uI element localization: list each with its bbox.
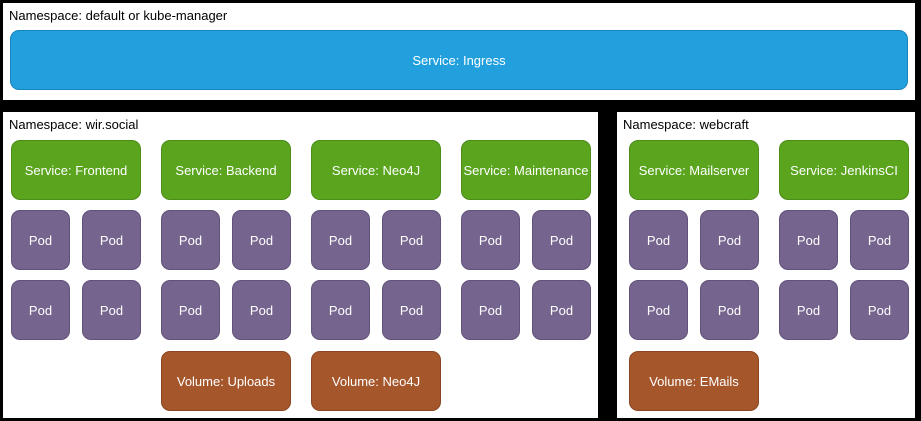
namespace-panel-webcraft: Namespace: webcraft Service: Mailserver … [617,112,915,418]
namespace-title: Namespace: wir.social [9,117,139,132]
service-column-frontend: Service: Frontend Pod Pod Pod Pod [11,140,141,340]
pod: Pod [532,280,591,340]
pod: Pod [629,280,688,340]
pod: Pod [82,210,141,270]
pod: Pod [11,280,70,340]
service-jenkinsci-box: Service: JenkinsCI [779,140,909,200]
pod: Pod [382,210,441,270]
pod: Pod [161,210,220,270]
service-ingress-label: Service: Ingress [412,52,506,68]
volume-neo4j-box: Volume: Neo4J [311,351,441,411]
pod-group: Pod Pod Pod Pod [779,210,909,340]
pod: Pod [532,210,591,270]
pod-group: Pod Pod Pod Pod [629,210,759,340]
volume-uploads-box: Volume: Uploads [161,351,291,411]
pod: Pod [82,280,141,340]
pod: Pod [232,210,291,270]
namespace-title: Namespace: default or kube-manager [9,8,228,23]
pod-group: Pod Pod Pod Pod [161,210,291,340]
service-label: Service: Backend [175,162,277,178]
namespace-title: Namespace: webcraft [623,117,749,132]
pod: Pod [311,210,370,270]
pod: Pod [850,210,909,270]
pod-group: Pod Pod Pod Pod [311,210,441,340]
pod: Pod [779,280,838,340]
service-label: Service: Maintenance [463,162,589,178]
service-ingress-box: Service: Ingress [10,30,908,90]
service-column-neo4j: Service: Neo4J Pod Pod Pod Pod [311,140,441,340]
service-column-jenkinsci: Service: JenkinsCI Pod Pod Pod Pod [779,140,909,340]
namespace-panel-default: Namespace: default or kube-manager Servi… [3,3,915,100]
volume-row: Volume: Uploads Volume: Neo4J [161,351,441,411]
volume-row: Volume: EMails [629,351,759,411]
service-maintenance-box: Service: Maintenance [461,140,591,200]
volume-label: Volume: EMails [649,373,739,389]
namespace-panel-wir-social: Namespace: wir.social Service: Frontend … [3,112,598,418]
pod-group: Pod Pod Pod Pod [461,210,591,340]
pod: Pod [850,280,909,340]
pod-group: Pod Pod Pod Pod [11,210,141,340]
pod: Pod [629,210,688,270]
pod: Pod [461,210,520,270]
service-label: Service: Mailserver [638,162,750,178]
service-column-backend: Service: Backend Pod Pod Pod Pod [161,140,291,340]
pod: Pod [779,210,838,270]
volume-label: Volume: Neo4J [331,373,421,389]
service-label: Service: Neo4J [331,162,421,178]
service-frontend-box: Service: Frontend [11,140,141,200]
service-mailserver-box: Service: Mailserver [629,140,759,200]
service-column-maintenance: Service: Maintenance Pod Pod Pod Pod [461,140,591,340]
volume-label: Volume: Uploads [176,373,276,389]
pod: Pod [232,280,291,340]
service-label: Service: JenkinsCI [790,162,898,178]
pod: Pod [700,210,759,270]
pod: Pod [161,280,220,340]
service-neo4j-box: Service: Neo4J [311,140,441,200]
pod: Pod [382,280,441,340]
service-column-mailserver: Service: Mailserver Pod Pod Pod Pod [629,140,759,340]
service-backend-box: Service: Backend [161,140,291,200]
service-columns: Service: Mailserver Pod Pod Pod Pod Serv… [629,140,909,340]
pod: Pod [700,280,759,340]
pod: Pod [11,210,70,270]
service-label: Service: Frontend [24,162,128,178]
pod: Pod [311,280,370,340]
volume-emails-box: Volume: EMails [629,351,759,411]
service-columns: Service: Frontend Pod Pod Pod Pod Servic… [11,140,591,340]
pod: Pod [461,280,520,340]
